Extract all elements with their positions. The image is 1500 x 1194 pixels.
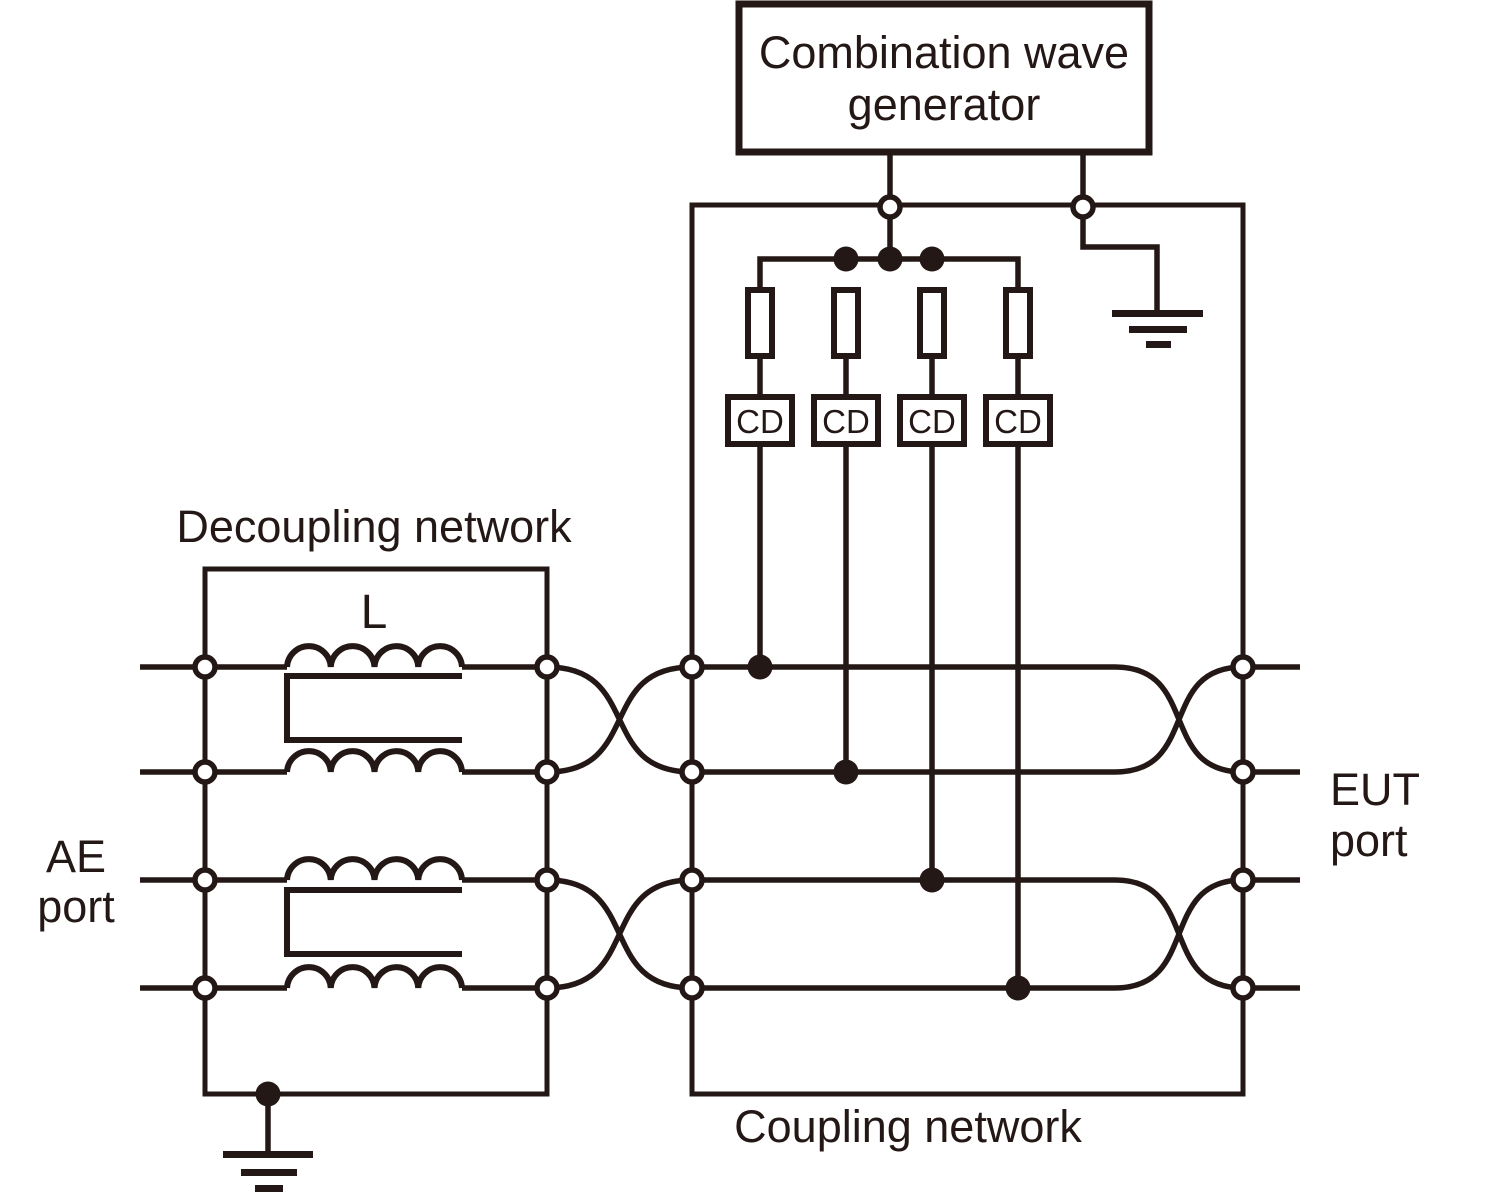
- ground-wire-top: [1080, 207, 1160, 311]
- combination-wave-generator: Combination wave generator: [735, 0, 1153, 207]
- junction-dot: [877, 246, 903, 272]
- terminal: [679, 975, 705, 1001]
- inductance-label: L: [361, 586, 388, 639]
- terminal: [1230, 867, 1256, 893]
- inductor-coil-3: [284, 856, 465, 881]
- cd-box-1: [725, 394, 795, 447]
- decoupling-network-label: Decoupling network: [176, 501, 572, 552]
- choke-core-2: [284, 887, 462, 957]
- decoupling-network: Decoupling network L: [140, 501, 572, 1097]
- surge-branch-2: CD: [811, 287, 881, 772]
- terminal: [534, 654, 560, 680]
- terminal: [192, 975, 218, 1001]
- surge-branch-4: CD: [983, 287, 1053, 988]
- ae-port-label: AE port: [37, 831, 115, 932]
- resistor-1: [745, 287, 775, 359]
- twist-wire: [546, 877, 693, 991]
- twisted-pair-crossover-right-1: [1114, 664, 1244, 775]
- eut-port-label-line1: EUT: [1330, 764, 1420, 815]
- twisted-pair-crossover-left-2: [546, 877, 693, 991]
- terminal: [1230, 759, 1256, 785]
- cd-box-3: [897, 394, 967, 447]
- ground-bar-2: [241, 1169, 297, 1176]
- cd-box-4: [983, 394, 1053, 447]
- surge-branch-3: CD: [897, 287, 967, 880]
- terminal: [534, 975, 560, 1001]
- terminal: [192, 867, 218, 893]
- junction-dot: [919, 246, 945, 272]
- twist-wire: [1114, 664, 1244, 775]
- junction-dot: [919, 867, 945, 893]
- junction-dot: [1005, 975, 1031, 1001]
- inductor-coil-1: [284, 643, 465, 668]
- ground-bar-3: [255, 1185, 283, 1192]
- twist-wire: [546, 664, 693, 775]
- earth-ground-icon-bottom: [223, 1094, 313, 1192]
- twisted-pair-crossover-left-1: [546, 664, 693, 775]
- twist-wire: [1114, 877, 1244, 991]
- cd-label-4: CD: [994, 403, 1042, 440]
- generator-label-line1: Combination wave: [759, 27, 1129, 78]
- terminal: [1230, 654, 1256, 680]
- decoupling-network-box: [202, 566, 550, 1097]
- ground-bar-2: [1129, 326, 1187, 333]
- terminal: [679, 759, 705, 785]
- junction-dots: [255, 246, 1031, 1107]
- twisted-pair-crossover-right-2: [1114, 877, 1244, 991]
- eut-port-label: EUT port: [1330, 764, 1420, 866]
- ae-port-label-line1: AE: [46, 831, 106, 882]
- cd-label-1: CD: [736, 403, 784, 440]
- inductor-coil-4: [284, 964, 465, 989]
- ground-bar-1: [1112, 310, 1203, 317]
- terminal: [534, 867, 560, 893]
- ground-bar-3: [1146, 341, 1171, 348]
- coupling-network-lines: [692, 664, 1115, 991]
- junction-dot: [833, 759, 859, 785]
- generator-box: [735, 0, 1153, 156]
- terminals: [192, 194, 1256, 1001]
- resistor-3: [917, 287, 947, 359]
- choke-core-1: [284, 673, 462, 743]
- coupling-network-label: Coupling network: [734, 1101, 1082, 1152]
- inductor-coil-2: [284, 748, 465, 773]
- earth-ground-icon-top: [1080, 207, 1203, 348]
- cd-box-2: [811, 394, 881, 447]
- ae-port-label-line2: port: [37, 881, 115, 932]
- cd-label-2: CD: [822, 403, 870, 440]
- coupling-network: Coupling network: [689, 202, 1246, 1152]
- junction-dot: [747, 654, 773, 680]
- generator-label-line2: generator: [848, 79, 1041, 130]
- terminal: [679, 654, 705, 680]
- junction-dot: [833, 246, 859, 272]
- resistor-2: [831, 287, 861, 359]
- ground-bar-1: [223, 1151, 313, 1158]
- eut-port-label-line2: port: [1330, 815, 1408, 866]
- coupling-network-box: [689, 202, 1246, 1097]
- eut-port-stubs: [1243, 664, 1300, 991]
- terminal: [679, 867, 705, 893]
- junction-dot: [255, 1081, 281, 1107]
- resistor-4: [1003, 287, 1033, 359]
- terminal: [877, 194, 903, 220]
- cd-label-3: CD: [908, 403, 956, 440]
- terminal: [192, 654, 218, 680]
- surge-branch-1: CD: [725, 287, 795, 667]
- terminal: [1230, 975, 1256, 1001]
- terminal: [192, 759, 218, 785]
- terminal: [534, 759, 560, 785]
- terminal: [1070, 194, 1096, 220]
